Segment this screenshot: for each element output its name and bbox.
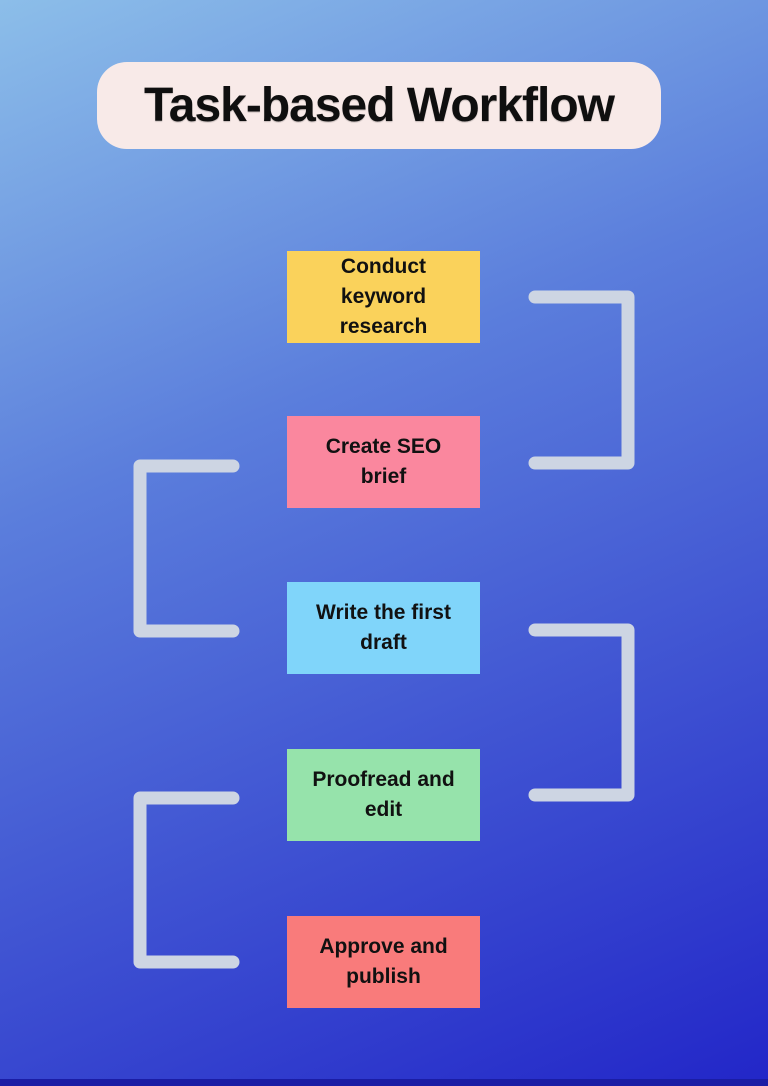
step-create-seo-brief: Create SEO brief: [287, 416, 480, 508]
step-label: Proofread and edit: [312, 768, 455, 821]
step-write-the-first-draft: Write the first draft: [287, 582, 480, 674]
step-label: Conduct keyword research: [339, 255, 428, 338]
connector-right-bracket-2: [528, 623, 635, 802]
step-label: Approve and publish: [319, 935, 448, 988]
page-title: Task-based Workflow: [144, 79, 615, 132]
step-label: Write the first draft: [316, 601, 451, 654]
step-proofread-and-edit: Proofread and edit: [287, 749, 480, 841]
canvas-bottom-edge: [0, 1079, 768, 1086]
connector-left-bracket-1: [133, 459, 240, 638]
step-label: Create SEO brief: [325, 435, 442, 488]
connector-left-bracket-2: [133, 791, 240, 969]
connector-right-bracket-1: [528, 290, 635, 470]
step-conduct-keyword-research: Conduct keyword research: [287, 251, 480, 343]
step-approve-and-publish: Approve and publish: [287, 916, 480, 1008]
title-banner: Task-based Workflow: [97, 62, 661, 149]
